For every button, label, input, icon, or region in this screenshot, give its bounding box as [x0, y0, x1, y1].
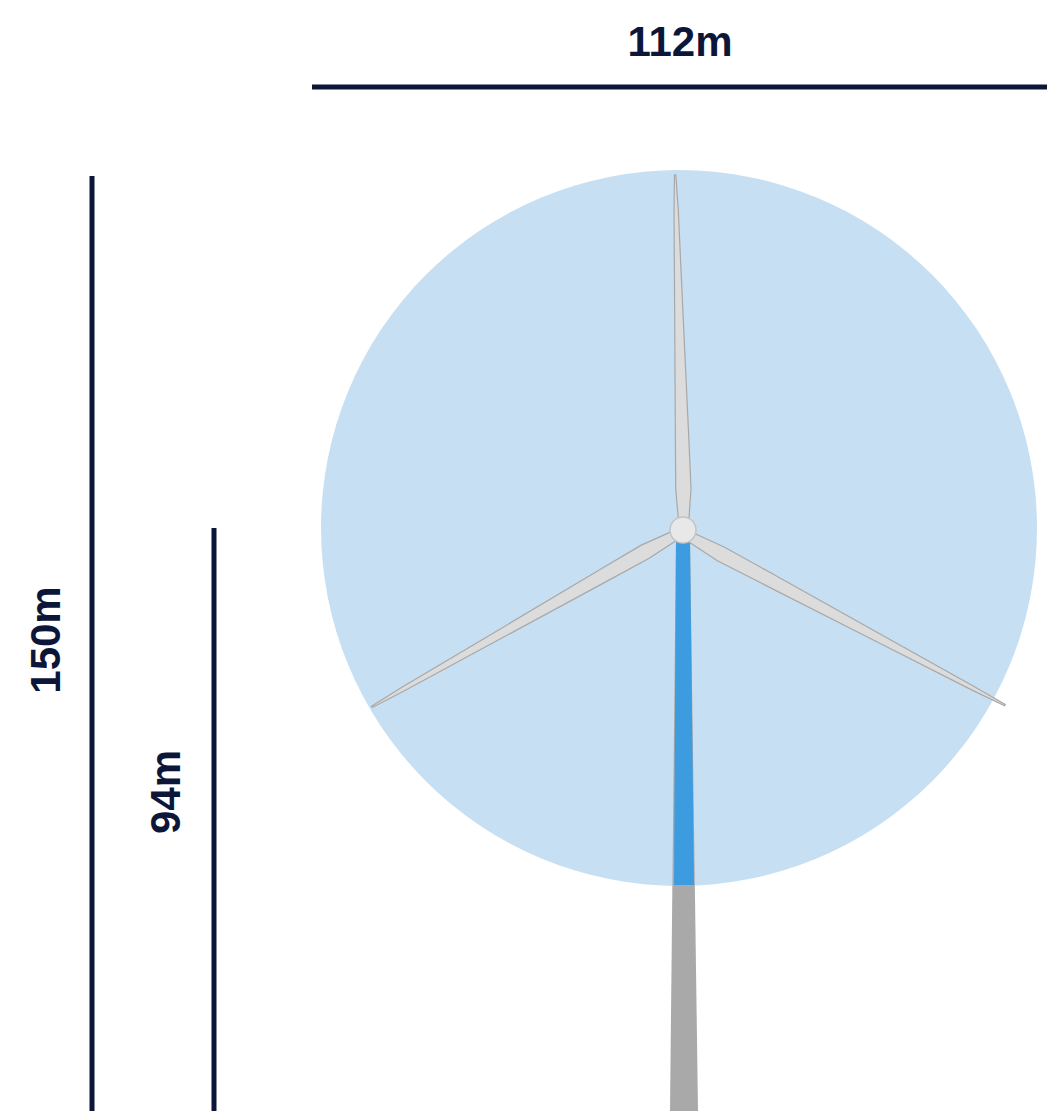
blade — [681, 529, 1006, 706]
hub — [670, 517, 696, 543]
blade — [372, 528, 685, 708]
tower — [670, 540, 698, 1111]
dimension-label: 150m — [23, 582, 69, 697]
rotor-blades — [372, 175, 1006, 708]
tower-highlight — [674, 540, 694, 885]
dimension-line — [312, 85, 1047, 90]
dimension-label: 94m — [143, 746, 189, 838]
blade — [674, 175, 691, 532]
dimension-line — [90, 176, 95, 1111]
rotor-swept-area — [321, 170, 1037, 886]
dimension-line — [212, 528, 217, 1111]
dimension-label: 112m — [623, 19, 736, 65]
